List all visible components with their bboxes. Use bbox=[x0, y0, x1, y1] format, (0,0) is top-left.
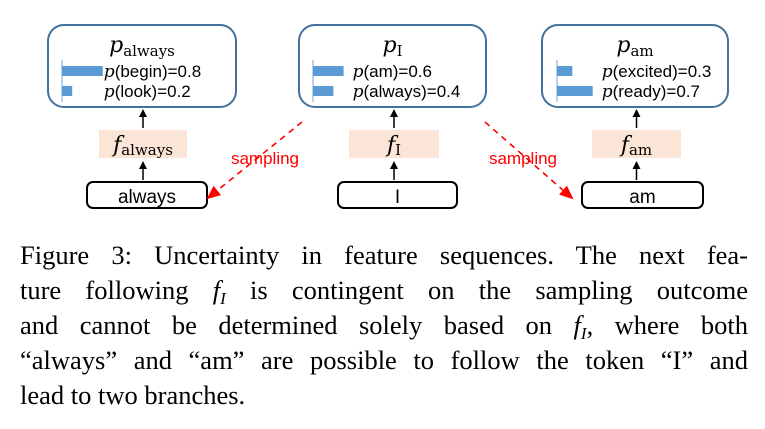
caption-line-3: and cannot be determined solely based on… bbox=[20, 308, 748, 343]
prob-bar-am bbox=[313, 66, 344, 76]
prob-bar-excited bbox=[557, 66, 573, 76]
caption-text: Figure 3: Uncertainty in feature sequenc… bbox=[20, 240, 748, 270]
dist-symbol: p bbox=[109, 33, 123, 58]
prob-bar-look bbox=[62, 86, 73, 96]
feature-box bbox=[99, 130, 187, 158]
prob-label-ready: p(ready)=0.7 bbox=[602, 82, 700, 102]
dist-symbol: p bbox=[382, 33, 396, 58]
token-label: am bbox=[629, 187, 655, 208]
math-subscript: I bbox=[580, 324, 587, 343]
sampling-label: sampling bbox=[231, 149, 299, 168]
token-label: I bbox=[395, 187, 400, 208]
caption-text: and cannot be determined solely based on bbox=[20, 310, 574, 340]
feature-box bbox=[349, 130, 439, 158]
prob-bar-ready bbox=[557, 86, 593, 96]
caption-text: , where both bbox=[586, 310, 748, 340]
prob-label-excited: p(excited)=0.3 bbox=[602, 62, 712, 82]
node-always: palwaysp(begin)=0.8p(look)=0.2falwaysalw… bbox=[47, 24, 237, 209]
sampling-label: sampling bbox=[489, 149, 557, 168]
distribution-title: palways bbox=[109, 33, 175, 60]
token-box bbox=[581, 181, 704, 209]
feature-box bbox=[592, 130, 681, 158]
dist-subscript: always bbox=[123, 42, 175, 60]
caption-text: lead to two branches. bbox=[20, 380, 246, 410]
sampling-edge-always: sampling bbox=[206, 121, 303, 200]
caption-text: is contingent on the sampling outcome bbox=[225, 275, 748, 305]
caption-line-4: “always” and “am” are possible to follow… bbox=[20, 343, 748, 378]
distribution-box bbox=[298, 24, 487, 108]
math-f-I: fI bbox=[212, 275, 226, 308]
sampling-edge-am: sampling bbox=[484, 121, 574, 200]
dashed-arrow-icon bbox=[484, 121, 574, 200]
distribution-box bbox=[47, 24, 237, 108]
prob-bar-always bbox=[313, 86, 334, 96]
distribution-title: pam bbox=[616, 33, 653, 60]
math-f-I: fI bbox=[573, 310, 587, 343]
prob-label-always: p(always)=0.4 bbox=[353, 82, 461, 102]
dist-subscript: am bbox=[630, 42, 653, 60]
dist-subscript: I bbox=[397, 42, 403, 60]
prob-label-look: p(look)=0.2 bbox=[104, 82, 191, 102]
caption-line-5: lead to two branches. bbox=[20, 378, 748, 413]
prob-label-am: p(am)=0.6 bbox=[353, 62, 432, 82]
dist-symbol: p bbox=[616, 33, 630, 58]
distribution-title: pI bbox=[382, 33, 402, 60]
caption-text: ture following bbox=[20, 275, 213, 305]
prob-label-begin: p(begin)=0.8 bbox=[104, 62, 201, 82]
token-box bbox=[337, 181, 458, 209]
prob-bar-begin bbox=[62, 66, 103, 76]
caption-line-1: Figure 3: Uncertainty in feature sequenc… bbox=[20, 238, 748, 273]
feature-sequence-diagram: palwaysp(begin)=0.8p(look)=0.2falwaysalw… bbox=[47, 24, 729, 209]
math-subscript: I bbox=[220, 289, 226, 308]
math-symbol: f bbox=[212, 275, 221, 305]
figure-caption: Figure 3: Uncertainty in feature sequenc… bbox=[20, 238, 748, 413]
caption-line-2: ture following fI is contingent on the s… bbox=[20, 273, 748, 308]
token-label: always bbox=[118, 187, 176, 208]
math-symbol: f bbox=[573, 310, 581, 340]
dashed-arrow-icon bbox=[206, 121, 303, 200]
caption-text: “always” and “am” are possible to follow… bbox=[20, 345, 748, 375]
